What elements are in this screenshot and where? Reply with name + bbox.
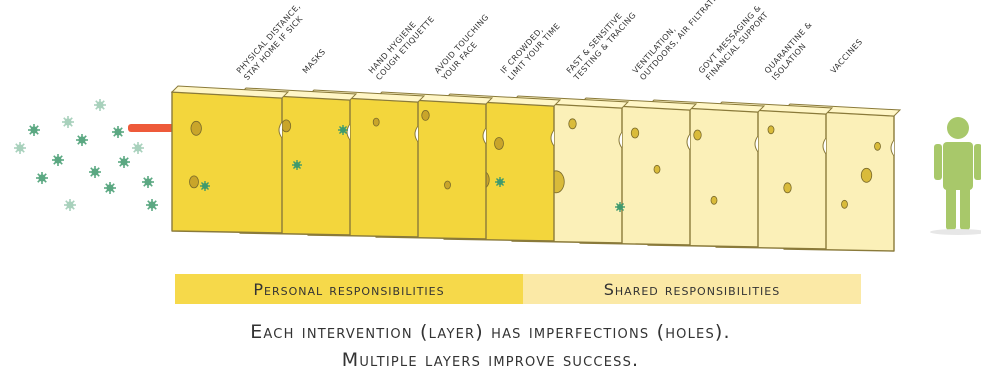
virus-particle-icon — [76, 134, 88, 146]
virus-particle-icon — [146, 199, 158, 211]
layer-label-10: VACCINES — [829, 37, 865, 75]
layer-labels: PHYSICAL DISTANCE,STAY HOME IF SICKMASKS… — [235, 0, 865, 83]
personal-responsibilities-label: Personal responsibilities — [253, 280, 444, 299]
virus-particle-icon — [28, 124, 40, 136]
layer-label-3: HAND HYGIENECOUGH ETIQUETTE — [367, 8, 436, 82]
virus-particle-icon — [89, 166, 101, 178]
layer-label-8: GOVT MESSAGING &FINANCIAL SUPPORT — [697, 3, 771, 82]
layer-label-2: MASKS — [301, 47, 328, 75]
virus-particle-icon — [36, 172, 48, 184]
virus-particle-icon — [615, 202, 625, 212]
layer-label-4: AVOID TOUCHINGYOUR FACE — [432, 13, 498, 83]
virus-particle-icon — [14, 142, 26, 154]
layer-label-5: IF CROWDED,LIMIT YOUR TIME — [499, 15, 562, 82]
virus-particle-icon — [132, 142, 144, 154]
virus-particle-icon — [112, 126, 124, 138]
virus-particle-icon — [64, 199, 76, 211]
layer-label-9: QUARANTINE &ISOLATION — [763, 20, 821, 82]
virus-particle-icon — [495, 177, 505, 187]
virus-particle-icon — [118, 156, 130, 168]
virus-particle-icon — [52, 154, 64, 166]
cheese-slice-1 — [172, 86, 288, 233]
caption-line-2: Multiple layers improve success. — [0, 346, 981, 374]
layer-label-6: FAST & SENSITIVETESTING & TRACING — [564, 4, 638, 83]
virus-particle-icon — [200, 181, 210, 191]
virus-particle-icon — [104, 182, 116, 194]
shared-responsibilities-label: Shared responsibilities — [604, 280, 780, 299]
caption-line-1: Each intervention (layer) has imperfecti… — [0, 318, 981, 346]
caption: Each intervention (layer) has imperfecti… — [0, 318, 981, 374]
virus-particle-icon — [142, 176, 154, 188]
person-icon — [930, 117, 981, 235]
personal-responsibilities-bar: Personal responsibilities — [175, 274, 523, 304]
layer-label-1: PHYSICAL DISTANCE,STAY HOME IF SICK — [235, 2, 310, 82]
cheese-slices — [172, 86, 900, 251]
virus-particle-icon — [62, 116, 74, 128]
virus-particle-icon — [94, 99, 106, 111]
virus-particle-icon — [338, 125, 348, 135]
virus-particle-icon — [292, 160, 302, 170]
shared-responsibilities-bar: Shared responsibilities — [523, 274, 861, 304]
